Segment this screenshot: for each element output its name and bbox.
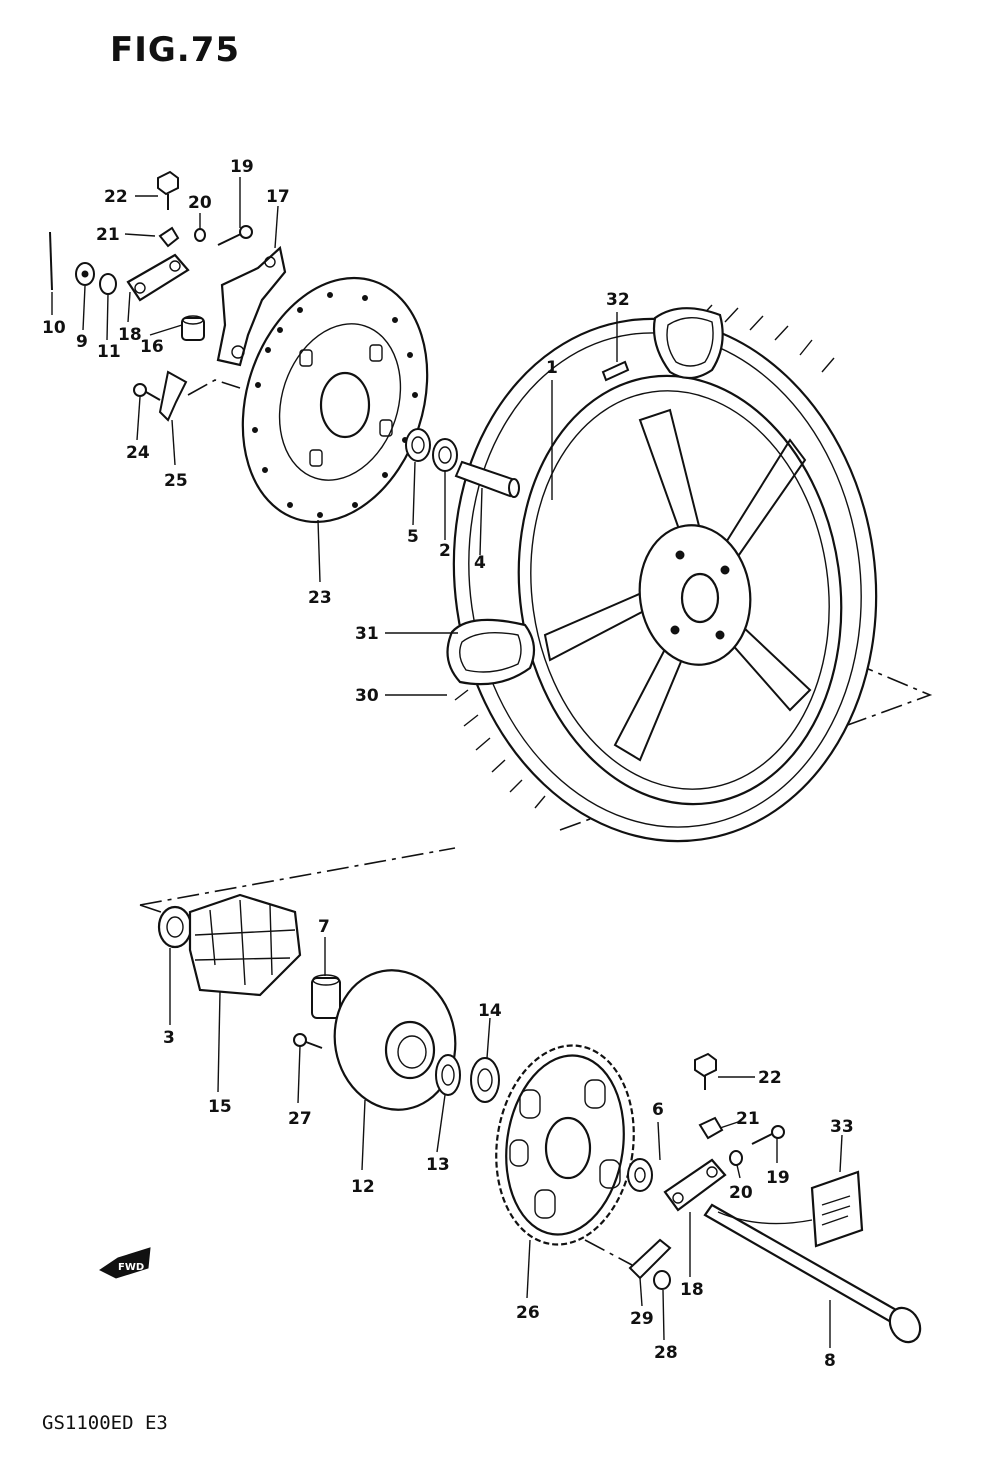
stud-27 <box>293 1033 323 1049</box>
rear-axle-8 <box>703 1203 922 1344</box>
callout-11: 11 <box>97 342 121 362</box>
bolt-19-upper <box>217 225 253 246</box>
callout-2: 2 <box>439 541 451 561</box>
callout-13: 13 <box>426 1155 450 1175</box>
callout-24: 24 <box>126 443 150 463</box>
bolt-24 <box>133 383 161 401</box>
callout-32: 32 <box>606 290 630 310</box>
callout-6: 6 <box>652 1100 664 1120</box>
callout-22-lower: 22 <box>758 1068 782 1088</box>
callout-3: 3 <box>163 1028 175 1048</box>
callout-12: 12 <box>351 1177 375 1197</box>
castle-nut-9 <box>75 262 95 286</box>
cushion-15 <box>188 893 302 997</box>
bolt-19-lower <box>751 1125 785 1145</box>
callout-18-lower: 18 <box>680 1280 704 1300</box>
bearing-13 <box>435 1054 461 1096</box>
nut-28 <box>653 1270 671 1290</box>
bushing-16 <box>181 315 205 341</box>
callout-26: 26 <box>516 1303 540 1323</box>
callout-20-lower: 20 <box>729 1183 753 1203</box>
lock-plate-25 <box>158 370 188 422</box>
callout-1: 1 <box>546 358 558 378</box>
callout-27: 27 <box>288 1109 312 1129</box>
brake-disc <box>241 276 429 524</box>
sprocket-drum-12 <box>333 969 457 1111</box>
callout-19-upper: 19 <box>230 157 254 177</box>
caliper-bracket <box>216 245 287 367</box>
nut-21-lower <box>698 1116 724 1140</box>
callout-9: 9 <box>76 332 88 352</box>
callout-20-upper: 20 <box>188 193 212 213</box>
callout-25: 25 <box>164 471 188 491</box>
callout-5: 5 <box>407 527 419 547</box>
callout-15: 15 <box>208 1097 232 1117</box>
figure-title: FIG.75 <box>110 30 241 70</box>
callout-29: 29 <box>630 1309 654 1329</box>
washer-20-upper <box>194 228 206 242</box>
forward-direction-arrow: FWD <box>99 1247 151 1279</box>
spacer-6 <box>627 1158 653 1192</box>
callout-23: 23 <box>308 588 332 608</box>
callout-21-upper: 21 <box>96 225 120 245</box>
callout-31: 31 <box>355 624 379 644</box>
rear-sprocket-26 <box>495 1044 635 1246</box>
nut-21-upper <box>158 226 180 248</box>
cotter-pin-10 <box>49 231 53 291</box>
washer-20-lower <box>729 1150 743 1166</box>
bearing-3 <box>157 905 193 949</box>
model-code: GS1100ED E3 <box>42 1412 168 1434</box>
callout-16: 16 <box>140 337 164 357</box>
torque-link-upper <box>126 253 190 302</box>
callout-22-upper: 22 <box>104 187 128 207</box>
leader-lines <box>51 177 843 1348</box>
bearing-2 <box>432 438 458 472</box>
callout-10: 10 <box>42 318 66 338</box>
valve-32 <box>601 360 630 382</box>
callout-8: 8 <box>824 1351 836 1371</box>
dust-seal-5 <box>405 428 431 462</box>
callout-4: 4 <box>474 553 486 573</box>
fwd-arrow-label: FWD <box>118 1262 144 1273</box>
bolt-22-upper <box>157 170 179 210</box>
callout-28: 28 <box>654 1343 678 1363</box>
tyre-cutaway-section <box>446 307 724 686</box>
spacer-4 <box>454 460 520 498</box>
callout-17: 17 <box>266 187 290 207</box>
callout-18-upper: 18 <box>118 325 142 345</box>
oil-seal-14 <box>470 1057 500 1103</box>
callout-30: 30 <box>355 686 379 706</box>
rear-wheel-assembly <box>452 304 878 843</box>
washer-11 <box>99 273 117 295</box>
caution-label-33 <box>717 1170 864 1248</box>
bolt-22-lower <box>694 1052 717 1090</box>
callout-19-lower: 19 <box>766 1168 790 1188</box>
callout-numbers: 22 21 20 19 17 10 9 11 18 16 24 25 23 5 … <box>42 157 854 1371</box>
callout-21-lower: 21 <box>736 1109 760 1129</box>
torque-link-lower <box>663 1158 727 1212</box>
callout-7: 7 <box>318 917 330 937</box>
bushing-7 <box>311 974 341 1019</box>
lock-plate-29 <box>628 1238 672 1280</box>
callout-33: 33 <box>830 1117 854 1137</box>
callout-14: 14 <box>478 1001 502 1021</box>
